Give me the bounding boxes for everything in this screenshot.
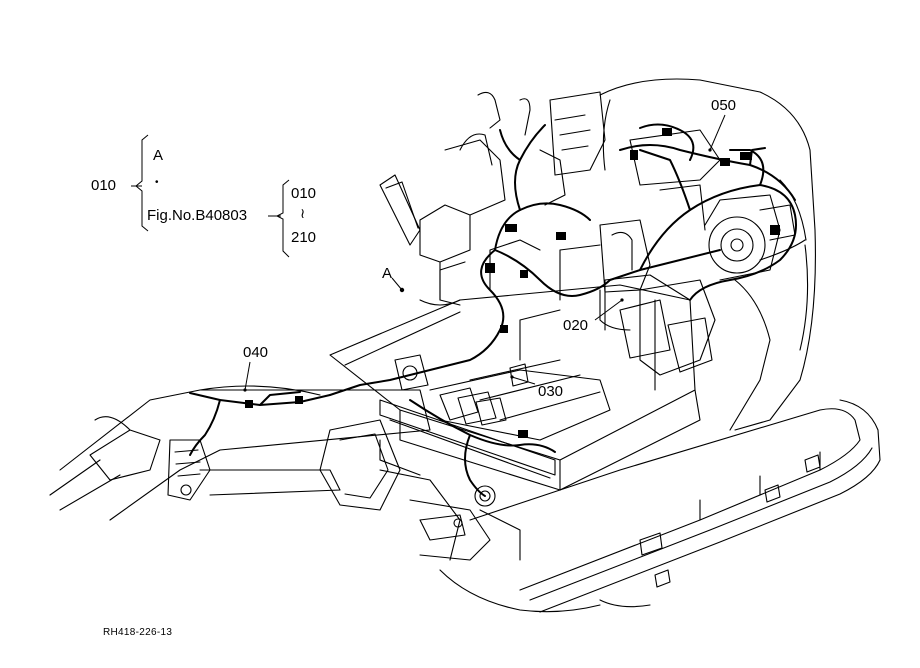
crawler-track xyxy=(439,399,881,613)
reference-bracket xyxy=(131,134,290,258)
reference-bullet: • xyxy=(155,177,159,188)
engine-compartment xyxy=(619,129,796,376)
leader-arrows xyxy=(243,148,712,392)
leader-lines xyxy=(244,114,726,391)
drawing-code: RH418-226-13 xyxy=(103,627,173,638)
boom-arm xyxy=(49,385,431,521)
harness-040 xyxy=(189,391,331,456)
floor-frame xyxy=(329,239,701,491)
harness-main xyxy=(329,124,721,396)
range-start-label: 010 xyxy=(291,185,317,202)
harness-030 xyxy=(409,399,556,497)
harness-clamps xyxy=(245,128,780,438)
range-end-label: 210 xyxy=(291,229,317,246)
control-console-right xyxy=(539,91,651,331)
foot-pedals xyxy=(394,354,529,426)
control-console-left xyxy=(379,91,531,306)
harness-050 xyxy=(619,123,796,201)
callout-020: 020 xyxy=(563,317,589,334)
view-a-label: A xyxy=(382,265,393,282)
reference-view-letter: A xyxy=(153,147,164,164)
callout-040: 040 xyxy=(243,344,269,361)
harness-020 xyxy=(639,149,797,301)
range-tilde: ≀ xyxy=(300,205,306,221)
callout-030: 030 xyxy=(538,383,564,400)
reference-part-number: 010 xyxy=(91,177,117,194)
front-panel xyxy=(379,399,556,479)
callout-050: 050 xyxy=(711,97,737,114)
swing-bracket xyxy=(319,419,521,561)
reference-figure-number: Fig.No.B40803 xyxy=(147,207,248,224)
